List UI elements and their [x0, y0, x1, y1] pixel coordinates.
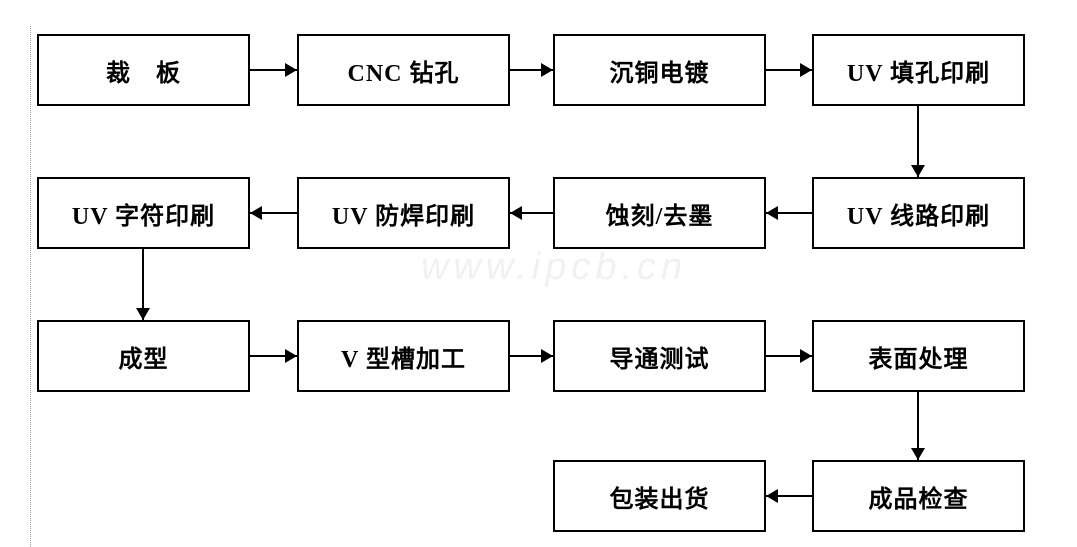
arrow-forming-to-v-groove-machining — [250, 349, 297, 363]
node-label: 导通测试 — [609, 346, 710, 373]
flow-node-copper-deposition-plating: 沉铜电镀 — [553, 34, 766, 106]
arrow-final-inspection-to-packing-shipping — [766, 489, 812, 503]
node-label: UV 字符印刷 — [71, 203, 216, 230]
flow-node-packing-shipping: 包装出货 — [553, 460, 766, 532]
node-label: 成品检查 — [868, 486, 969, 513]
arrow-uv-legend-printing-to-forming — [136, 249, 150, 320]
flow-node-uv-hole-fill-printing: UV 填孔印刷 — [812, 34, 1025, 106]
flow-node-continuity-testing: 导通测试 — [553, 320, 766, 392]
arrow-v-groove-machining-to-continuity-testing — [510, 349, 553, 363]
page-guide-dotted-line — [30, 26, 31, 547]
flow-node-uv-circuit-printing: UV 线路印刷 — [812, 177, 1025, 249]
node-label: 沉铜电镀 — [609, 60, 710, 87]
node-label: CNC 钻孔 — [347, 60, 460, 87]
flow-node-cnc-drilling: CNC 钻孔 — [297, 34, 510, 106]
node-label: UV 线路印刷 — [846, 203, 991, 230]
flow-node-cut-board: 裁 板 — [37, 34, 250, 106]
flow-node-v-groove-machining: V 型槽加工 — [297, 320, 510, 392]
flow-node-surface-finishing: 表面处理 — [812, 320, 1025, 392]
arrow-cut-board-to-cnc-drilling — [250, 63, 297, 77]
arrow-uv-solder-mask-printing-to-uv-legend-printing — [250, 206, 297, 220]
node-label: UV 防焊印刷 — [331, 203, 476, 230]
node-label: UV 填孔印刷 — [846, 60, 991, 87]
arrow-copper-deposition-plating-to-uv-hole-fill-printing — [766, 63, 812, 77]
arrow-surface-finishing-to-final-inspection — [911, 392, 925, 460]
node-label: 包装出货 — [609, 486, 710, 513]
flow-node-etching-ink-removal: 蚀刻/去墨 — [553, 177, 766, 249]
node-label: 表面处理 — [868, 346, 969, 373]
flow-node-uv-legend-printing: UV 字符印刷 — [37, 177, 250, 249]
node-label: 蚀刻/去墨 — [605, 203, 714, 230]
flow-node-final-inspection: 成品检查 — [812, 460, 1025, 532]
arrow-etching-ink-removal-to-uv-solder-mask-printing — [510, 206, 553, 220]
arrow-cnc-drilling-to-copper-deposition-plating — [510, 63, 553, 77]
node-label: V 型槽加工 — [341, 346, 466, 373]
arrow-continuity-testing-to-surface-finishing — [766, 349, 812, 363]
node-label: 裁 板 — [106, 60, 181, 87]
flow-node-forming: 成型 — [37, 320, 250, 392]
arrow-uv-hole-fill-printing-to-uv-circuit-printing — [911, 106, 925, 177]
watermark-text: www.ipcb.cn — [421, 246, 688, 288]
node-label: 成型 — [118, 346, 169, 373]
arrow-uv-circuit-printing-to-etching-ink-removal — [766, 206, 812, 220]
flow-node-uv-solder-mask-printing: UV 防焊印刷 — [297, 177, 510, 249]
